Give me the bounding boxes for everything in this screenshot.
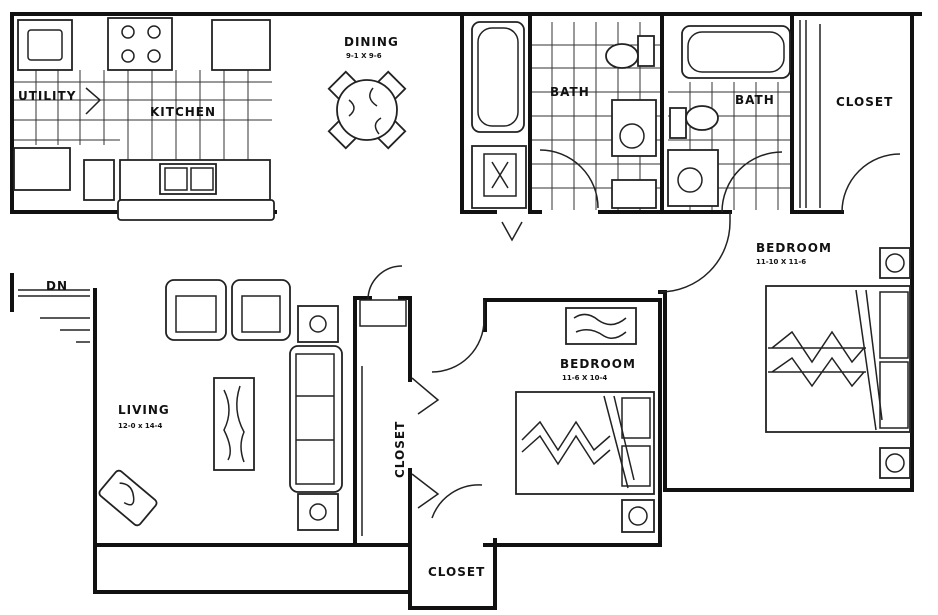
second-bedroom-furniture [515, 307, 655, 533]
label-utility: UTILITY [18, 89, 76, 103]
label-living: LIVING [118, 403, 170, 417]
second-bed [515, 391, 655, 495]
coffee-table [213, 377, 255, 471]
label-dining: DINING [344, 35, 399, 49]
armchair-2 [231, 279, 291, 341]
label-bedroom-master-dims: 11-10 X 11-6 [756, 258, 806, 266]
bathtub-1 [471, 21, 525, 133]
dining-table [336, 79, 398, 141]
label-bedroom-master: BEDROOM [756, 241, 832, 255]
walls [10, 12, 922, 610]
kitchen-tile-grid [14, 70, 272, 160]
water-heater [83, 159, 115, 201]
label-kitchen: KITCHEN [150, 105, 216, 119]
room-labels: UTILITY KITCHEN DINING 9-1 X 9-6 BATH BA… [18, 35, 893, 579]
label-bath-1: BATH [550, 85, 590, 99]
toilet-1 [637, 35, 655, 67]
toilet-2 [669, 107, 687, 139]
master-bedroom-furniture [765, 247, 911, 479]
end-table-1 [297, 305, 339, 343]
kitchen-fixtures [13, 17, 275, 221]
breakfast-bar [117, 199, 275, 221]
dryer [13, 147, 71, 191]
label-closet-bottom: CLOSET [428, 565, 485, 579]
living-room-furniture [98, 279, 407, 536]
label-stair-down: DN [46, 279, 68, 293]
dining-set [327, 70, 407, 150]
dresser [565, 307, 637, 345]
vanity-box [611, 179, 657, 209]
master-bed [765, 285, 911, 433]
end-table-2 [297, 493, 339, 531]
vanity-1 [611, 99, 657, 157]
floor-plant [98, 469, 158, 527]
bath-fixtures [471, 20, 821, 242]
nightstand-2 [879, 447, 911, 479]
label-bath-2: BATH [735, 93, 775, 107]
vanity-2 [667, 149, 719, 207]
sink [159, 163, 217, 195]
label-dining-dims: 9-1 X 9-6 [346, 52, 382, 60]
label-living-dims: 12-0 x 14-4 [118, 422, 163, 430]
label-bedroom-second: BEDROOM [560, 357, 636, 371]
nightstand-1 [879, 247, 911, 279]
sofa [289, 345, 343, 493]
bathtub-2 [681, 25, 791, 79]
label-bedroom-second-dims: 11-6 X 10-4 [562, 374, 607, 382]
refrigerator [211, 19, 271, 71]
label-closet-hall: CLOSET [393, 421, 407, 478]
nightstand-3 [621, 499, 655, 533]
stove [107, 17, 173, 71]
label-closet-top: CLOSET [836, 95, 893, 109]
armchair-1 [165, 279, 227, 341]
washer [17, 19, 73, 71]
door-swings [367, 149, 901, 519]
entry-stair [18, 289, 90, 343]
